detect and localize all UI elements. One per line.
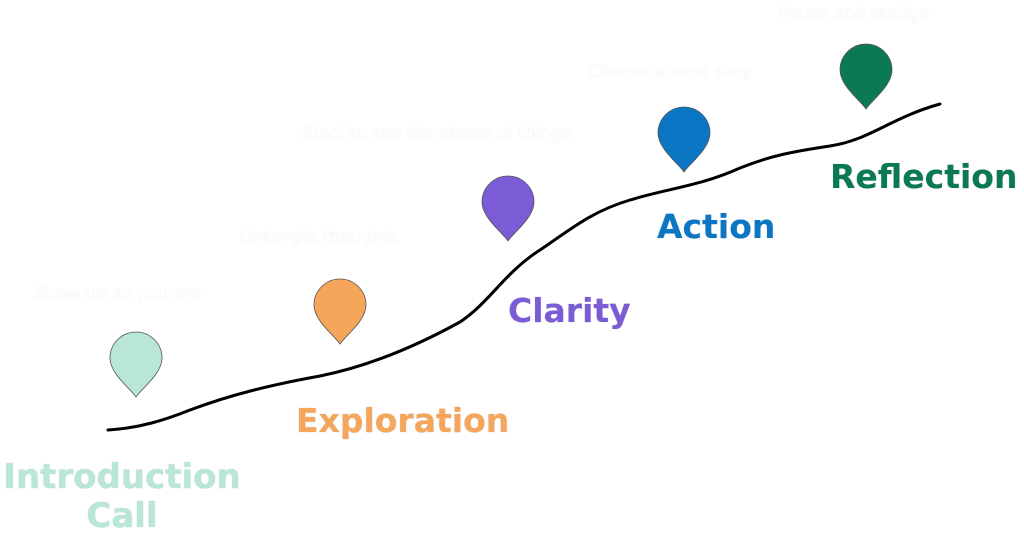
stage-label-line: Call bbox=[86, 496, 158, 537]
map-pin-icon bbox=[481, 175, 535, 242]
stage-caption-clarity: Start to see the shape of things bbox=[302, 124, 571, 144]
map-pin-icon bbox=[839, 43, 893, 110]
stage-label-line: Introduction bbox=[3, 457, 241, 497]
stage-caption-exploration: Untangle thoughts bbox=[240, 227, 399, 247]
stage-label-clarity: Clarity bbox=[508, 291, 631, 330]
stage-label-action: Action bbox=[657, 207, 776, 246]
map-pin-icon bbox=[313, 278, 367, 345]
stage-label-reflection: Reflection bbox=[830, 157, 1018, 196]
stage-label-introduction-call: Introduction Call bbox=[0, 457, 244, 537]
map-pin-icon bbox=[657, 106, 711, 173]
stage-label-exploration: Exploration bbox=[296, 401, 510, 440]
stage-caption-action: Choose a next step bbox=[588, 62, 752, 82]
journey-path-line bbox=[106, 102, 942, 432]
stage-caption-introduction: Show up as you are bbox=[34, 284, 202, 304]
stage-caption-reflection: Pause and realign bbox=[778, 4, 930, 24]
map-pin-icon bbox=[109, 331, 163, 398]
